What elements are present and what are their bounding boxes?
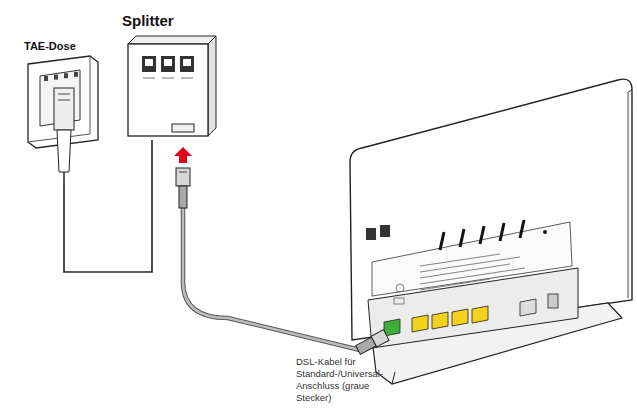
illustration-part	[548, 294, 558, 308]
dsl-cable	[176, 168, 389, 355]
illustration-part	[420, 254, 500, 266]
node-heading: Splitter	[122, 12, 174, 29]
illustration-part	[128, 36, 216, 44]
illustration-part	[142, 56, 156, 72]
illustration-part	[460, 229, 464, 247]
illustration-part	[54, 88, 74, 130]
illustration-part	[394, 298, 404, 304]
illustration-part	[57, 130, 71, 172]
illustration-part	[28, 56, 90, 142]
illustration-part	[164, 59, 172, 66]
illustration-part	[372, 222, 572, 296]
illustration-part	[183, 206, 360, 350]
router	[350, 79, 632, 384]
illustration-part	[440, 232, 444, 250]
illustration-part	[183, 59, 191, 66]
illustration-part	[128, 44, 208, 136]
illustration-part	[44, 76, 48, 81]
wall-socket: TAE-Dose	[24, 36, 104, 184]
illustration-part	[208, 36, 216, 136]
illustration-part	[500, 223, 504, 241]
illustration-part	[392, 372, 395, 384]
illustration-part	[396, 284, 404, 292]
illustration-part	[63, 172, 65, 184]
illustration-part	[143, 78, 155, 79]
phone-cable	[64, 140, 152, 272]
illustration-part	[543, 230, 547, 234]
cable-caption: DSL-Kabel für Standard-/Universal-Anschl…	[296, 356, 400, 404]
illustration-part	[74, 72, 78, 77]
illustration-part	[432, 312, 448, 329]
illustration-part	[628, 90, 632, 298]
illustration-part	[64, 73, 68, 78]
node-heading: TAE-Dose	[24, 40, 76, 52]
illustration-part	[162, 78, 174, 79]
insert-arrow	[174, 147, 192, 163]
illustration-part	[180, 56, 194, 72]
illustration-part	[58, 94, 70, 95]
illustration-part	[355, 330, 389, 356]
illustration-part	[176, 168, 190, 186]
illustration-part	[412, 315, 428, 332]
illustration-part	[54, 75, 58, 80]
illustration-part	[420, 279, 490, 290]
illustration-part	[452, 309, 468, 326]
illustration-part	[384, 319, 400, 336]
illustration-part	[183, 206, 360, 350]
node-shape	[122, 30, 222, 140]
illustration-part	[179, 172, 187, 173]
illustration-part	[440, 220, 524, 250]
illustration-part	[181, 78, 193, 79]
illustration-part	[520, 220, 524, 238]
illustration-part	[161, 56, 175, 72]
splitter-box: Splitter	[122, 12, 222, 140]
illustration-part	[172, 124, 194, 132]
illustration-part	[480, 226, 484, 244]
illustration-part	[472, 306, 488, 323]
node-shape	[24, 54, 104, 184]
illustration-part	[58, 100, 70, 101]
illustration-part	[380, 225, 390, 237]
illustration-part	[366, 228, 376, 240]
illustration-part	[179, 186, 187, 208]
illustration-part	[420, 264, 510, 278]
illustration-part	[371, 330, 389, 347]
illustration-part	[520, 299, 536, 316]
illustration-part	[420, 254, 525, 290]
illustration-part	[145, 59, 153, 66]
